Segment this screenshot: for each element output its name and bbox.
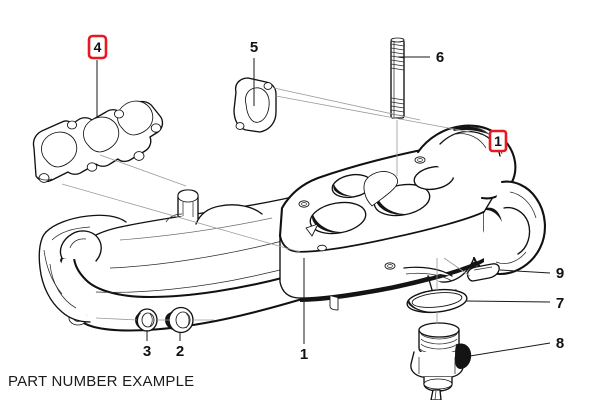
part-grommet-small: [135, 308, 158, 332]
callout-number-1: 1: [300, 346, 308, 363]
callout-number-5: 5: [250, 39, 258, 56]
highlight-box-4[interactable]: [87, 34, 108, 60]
part-manifold-gasket-three-port: [32, 100, 164, 183]
callout-numbers: 1 2 3 5 6 7 8 9: [143, 39, 564, 363]
highlight-box-1[interactable]: [488, 129, 508, 153]
highlight-number-4: 4: [94, 39, 102, 55]
highlight-callout-1[interactable]: 1: [488, 129, 508, 153]
part-o-ring: [406, 288, 468, 314]
callout-number-7: 7: [556, 295, 564, 312]
callout-number-6: 6: [436, 49, 444, 66]
callout-number-2: 2: [176, 343, 184, 360]
callout-number-3: 3: [143, 343, 151, 360]
part-fuel-pressure-regulator: [410, 322, 472, 400]
part-threaded-stud: [390, 37, 405, 119]
part-throttle-body-gasket: [233, 77, 277, 133]
page-caption: PART NUMBER EXAMPLE: [8, 373, 195, 390]
callout-number-9: 9: [556, 265, 564, 282]
assembly-guide-lines: [61, 87, 471, 324]
highlight-callout-4[interactable]: 4: [87, 34, 108, 60]
highlight-number-1: 1: [494, 133, 502, 149]
callout-number-8: 8: [556, 335, 564, 352]
callout-leader-lines: [96, 56, 551, 357]
part-dowel-pin: [466, 263, 500, 282]
